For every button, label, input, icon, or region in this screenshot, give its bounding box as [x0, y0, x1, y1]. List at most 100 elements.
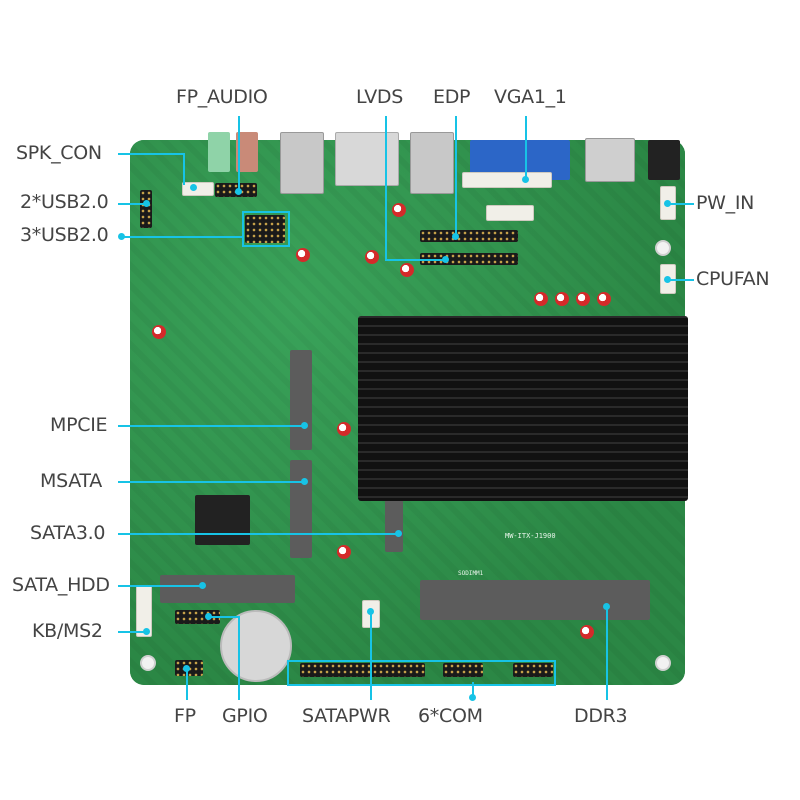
leader-usb2-3: [122, 236, 244, 238]
label-ddr3: DDR3: [574, 705, 628, 727]
audio-jack-red: [236, 132, 258, 172]
capacitor: [365, 250, 379, 264]
mounting-hole: [655, 655, 671, 671]
leader-msata: [118, 481, 304, 483]
com-highlight-box: [287, 660, 556, 686]
leader-dot: [395, 530, 402, 537]
usb3-port: [410, 132, 454, 194]
leader-fp: [186, 668, 188, 700]
leader-fp-audio: [238, 116, 240, 191]
leader-ddr3: [606, 607, 608, 700]
inverter-header: [486, 205, 534, 221]
leader-gpio-h: [209, 616, 239, 618]
label-pw-in: PW_IN: [696, 192, 755, 214]
hdmi-port: [585, 138, 635, 182]
leader-edp: [455, 116, 457, 236]
label-usb2-3: 3*USB2.0: [20, 224, 109, 246]
leader-dot: [301, 478, 308, 485]
label-vga: VGA1_1: [494, 86, 567, 108]
leader-satapwr: [370, 611, 372, 700]
capacitor: [392, 203, 406, 217]
dc-jack: [648, 140, 680, 180]
usb2-3-highlight-box: [242, 211, 290, 247]
mounting-hole: [140, 655, 156, 671]
capacitor: [400, 263, 414, 277]
sodimm-label-text: SODIMM1: [458, 570, 484, 577]
leader-dot: [603, 603, 610, 610]
cpu-heatsink: [358, 316, 688, 501]
sata-hdd-connector: [160, 575, 295, 603]
leader-spk-con: [118, 153, 184, 155]
mpcie-slot: [290, 350, 312, 450]
sata3-port: [385, 500, 403, 552]
label-fp: FP: [174, 705, 196, 727]
leader-pw-in: [668, 203, 694, 205]
label-gpio: GPIO: [222, 705, 268, 727]
label-sata3: SATA3.0: [30, 522, 106, 544]
label-edp: EDP: [433, 86, 471, 108]
leader-dot: [205, 613, 212, 620]
label-spk-con: SPK_CON: [16, 142, 102, 164]
leader-spk-con-v: [183, 153, 185, 185]
leader-dot: [301, 422, 308, 429]
label-cpufan: CPUFAN: [696, 268, 770, 290]
ite-chip: [195, 495, 250, 545]
leader-dot: [143, 628, 150, 635]
leader-sata3: [118, 533, 398, 535]
leader-dot: [190, 184, 197, 191]
leader-kbms: [118, 631, 146, 633]
leader-gpio: [238, 616, 240, 700]
leader-dot: [442, 256, 449, 263]
label-satapwr: SATAPWR: [302, 705, 391, 727]
capacitor: [337, 422, 351, 436]
leader-dot: [235, 188, 242, 195]
com-header-1: [300, 663, 425, 677]
leader-sata-hdd: [118, 585, 202, 587]
label-mpcie: MPCIE: [50, 414, 108, 436]
msata-slot: [290, 460, 312, 558]
leader-cpufan: [668, 279, 694, 281]
capacitor: [576, 292, 590, 306]
leader-dot: [469, 694, 476, 701]
capacitor: [580, 625, 594, 639]
capacitor: [337, 545, 351, 559]
leader-dot: [664, 276, 671, 283]
lan-port: [335, 132, 399, 186]
label-fp-audio: FP_AUDIO: [176, 86, 268, 108]
audio-jack-green: [208, 132, 230, 172]
label-usb2-2: 2*USB2.0: [20, 191, 109, 213]
usb-port-stack: [280, 132, 324, 194]
label-msata: MSATA: [40, 470, 102, 492]
usb2-3-header: [245, 215, 285, 243]
leader-dot: [522, 176, 529, 183]
leader-dot: [452, 233, 459, 240]
leader-com: [472, 682, 474, 696]
capacitor: [597, 292, 611, 306]
leader-dot: [143, 200, 150, 207]
capacitor: [534, 292, 548, 306]
leader-vga: [525, 116, 527, 179]
vga-internal-header: [462, 172, 552, 188]
capacitor: [296, 248, 310, 262]
spk-connector: [182, 182, 214, 196]
leader-mpcie: [118, 425, 304, 427]
label-sata-hdd: SATA_HDD: [12, 574, 110, 596]
leader-dot: [118, 233, 125, 240]
leader-lvds: [385, 116, 387, 260]
label-kbms: KB/MS2: [32, 620, 103, 642]
leader-dot: [664, 200, 671, 207]
label-com: 6*COM: [418, 705, 483, 727]
ddr3-sodimm-slot: [420, 580, 650, 620]
label-lvds: LVDS: [356, 86, 403, 108]
leader-lvds-h: [385, 259, 445, 261]
board-model-text: MW-ITX-J1900: [505, 532, 556, 540]
cmos-battery: [220, 610, 292, 682]
leader-dot: [199, 582, 206, 589]
mounting-hole: [655, 240, 671, 256]
usb2-2-header: [140, 190, 152, 228]
capacitor: [555, 292, 569, 306]
leader-usb2-2: [118, 203, 146, 205]
com-header-3: [513, 663, 553, 677]
com-header-2: [443, 663, 483, 677]
edp-header: [420, 230, 518, 242]
